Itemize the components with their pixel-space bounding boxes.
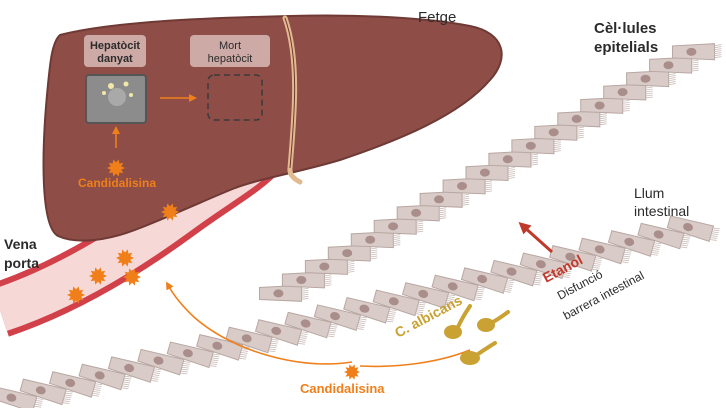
epithelial-cell — [580, 96, 630, 114]
candidalysin-gut-label: Candidalisina — [300, 381, 385, 396]
epithelial-cell — [578, 237, 632, 265]
epithelial-cell — [0, 385, 44, 408]
epithelial-cell — [372, 289, 426, 317]
candida-albicans-cells — [444, 304, 510, 365]
epithelial-cell — [350, 231, 401, 249]
liver-label: Fetge — [418, 9, 456, 26]
epithelial-cell — [649, 56, 699, 74]
candidalysin-particle — [123, 268, 141, 286]
epithelial-cell — [107, 356, 162, 383]
epithelial-cell — [196, 334, 250, 361]
dead-hepatocyte-outline — [207, 74, 263, 121]
epithelial-cell — [603, 83, 653, 101]
epithelial-cell — [304, 257, 355, 275]
portal-vein-label-1: Vena — [4, 236, 37, 252]
damaged-hepatocyte-label-1: Hepatòcit — [90, 40, 140, 52]
ethanol-arrow — [518, 221, 554, 254]
epithelial-cell — [511, 137, 561, 155]
epithelial-cell — [281, 271, 332, 289]
upper-epithelium — [258, 43, 722, 302]
lumen-label-1: Llum — [634, 185, 664, 201]
epithelial-cell — [534, 123, 584, 141]
epithelial-cell — [166, 341, 220, 369]
epithelial-cell — [19, 378, 73, 406]
liver — [42, 14, 503, 242]
epithelial-cell — [490, 259, 544, 287]
candidalysin-particles — [67, 159, 360, 380]
epithelial-cell — [419, 190, 470, 208]
candidalysin-particle — [89, 267, 107, 285]
candidalysin-particle — [116, 249, 134, 267]
epithelial-cell — [254, 319, 309, 346]
epithelial-cells-label-1: Cèl·lules — [594, 20, 657, 37]
candidalysin-particle — [67, 286, 85, 304]
damaged-hepatocyte-panel: Hepatòcit danyat — [84, 35, 147, 124]
epithelial-cell — [343, 296, 397, 324]
epithelial-cell — [313, 304, 367, 332]
epithelial-cell — [78, 363, 132, 391]
epithelial-cell — [225, 326, 279, 354]
candidalysin-particle — [107, 159, 125, 177]
lower-epithelium — [0, 215, 720, 408]
epithelial-cell — [557, 110, 607, 128]
epithelial-cell — [401, 282, 456, 309]
lumen-label-2: intestinal — [634, 203, 689, 219]
epithelial-cell — [373, 217, 424, 235]
epithelial-cell — [258, 284, 309, 302]
candidalysin-particle — [161, 203, 179, 221]
dead-hepatocyte-panel: Mort hepatòcit — [190, 35, 270, 121]
epithelial-cell — [284, 311, 338, 339]
epithelial-cell — [48, 371, 103, 398]
epithelial-cell — [637, 222, 691, 250]
portal-vein-label-2: porta — [4, 255, 39, 271]
epithelial-cell — [460, 267, 515, 294]
candidalysin-particle — [344, 364, 360, 380]
epithelial-cell — [465, 163, 516, 182]
epithelial-cell — [671, 43, 722, 61]
candidalysin-from-candida-line — [359, 349, 471, 368]
epithelial-cell — [442, 177, 493, 195]
candidalysin-to-vein-arrow — [166, 281, 353, 365]
epithelial-cell — [488, 150, 538, 168]
dead-hepatocyte-label-2: hepatòcit — [208, 53, 253, 65]
epithelial-cell — [327, 244, 378, 262]
epithelial-cell — [431, 274, 485, 302]
candidalysin-liver-label: Candidalisina — [78, 176, 156, 190]
epithelial-cells-label-2: epitelials — [594, 39, 658, 56]
epithelial-cell — [626, 70, 676, 88]
epithelial-cell — [607, 230, 662, 257]
epithelial-cell — [666, 215, 720, 243]
damaged-hepatocyte-label-2: danyat — [97, 53, 133, 65]
epithelial-cell — [519, 252, 573, 280]
epithelial-cell — [549, 245, 603, 272]
dead-hepatocyte-label-1: Mort — [219, 40, 241, 52]
epithelial-cell — [396, 204, 447, 222]
epithelial-cell — [137, 348, 191, 376]
